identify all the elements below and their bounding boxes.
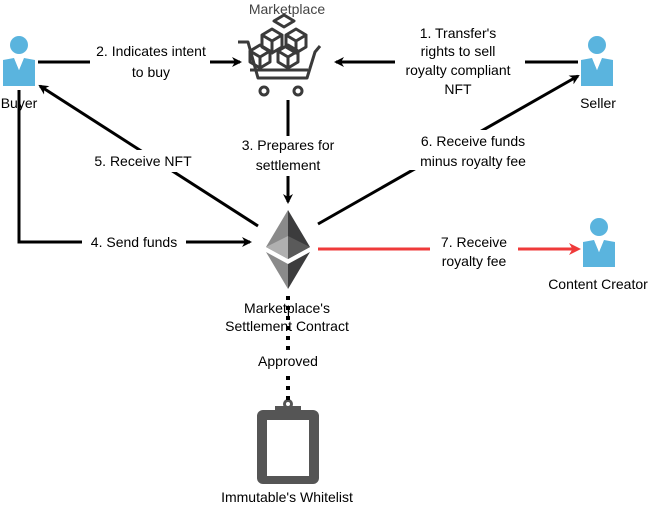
cart-icon bbox=[238, 13, 322, 97]
edge-1-label-line4: NFT bbox=[444, 81, 472, 97]
edge-6-label-line2: minus royalty fee bbox=[420, 153, 526, 169]
edge-1-label-line3: royalty compliant bbox=[405, 62, 510, 78]
edge-7-label-line1: 7. Receive bbox=[441, 234, 507, 250]
approved-label: Approved bbox=[258, 353, 318, 369]
edge-4-label: 4. Send funds bbox=[91, 234, 177, 250]
edge-7-label-line2: royalty fee bbox=[442, 253, 507, 269]
contract-label-line1: Marketplace's bbox=[244, 300, 330, 316]
clipboard-icon bbox=[257, 399, 319, 484]
edge-3-label-line2: settlement bbox=[256, 157, 321, 173]
contract-label-line2: Settlement Contract bbox=[225, 318, 349, 334]
whitelist-label: Immutable's Whitelist bbox=[221, 489, 353, 505]
edge-3-label-line1: 3. Prepares for bbox=[242, 137, 335, 153]
ethereum-icon bbox=[266, 210, 310, 289]
edge-1-label-line2: rights to sell bbox=[421, 43, 496, 59]
creator-label: Content Creator bbox=[548, 276, 648, 292]
creator-person-icon bbox=[583, 218, 615, 267]
seller-person-icon bbox=[581, 36, 613, 86]
marketplace-label: Marketplace bbox=[249, 1, 325, 17]
edge-5-label: 5. Receive NFT bbox=[94, 153, 192, 169]
edge-2-label-line2: to buy bbox=[132, 64, 170, 80]
edge-6-label-line1: 6. Receive funds bbox=[421, 133, 525, 149]
buyer-label: Buyer bbox=[1, 95, 38, 111]
edge-2-label-line1: 2. Indicates intent bbox=[96, 43, 206, 59]
buyer-person-icon bbox=[3, 36, 35, 86]
seller-label: Seller bbox=[580, 95, 616, 111]
edge-1-label-line1: 1. Transfer's bbox=[420, 25, 497, 41]
